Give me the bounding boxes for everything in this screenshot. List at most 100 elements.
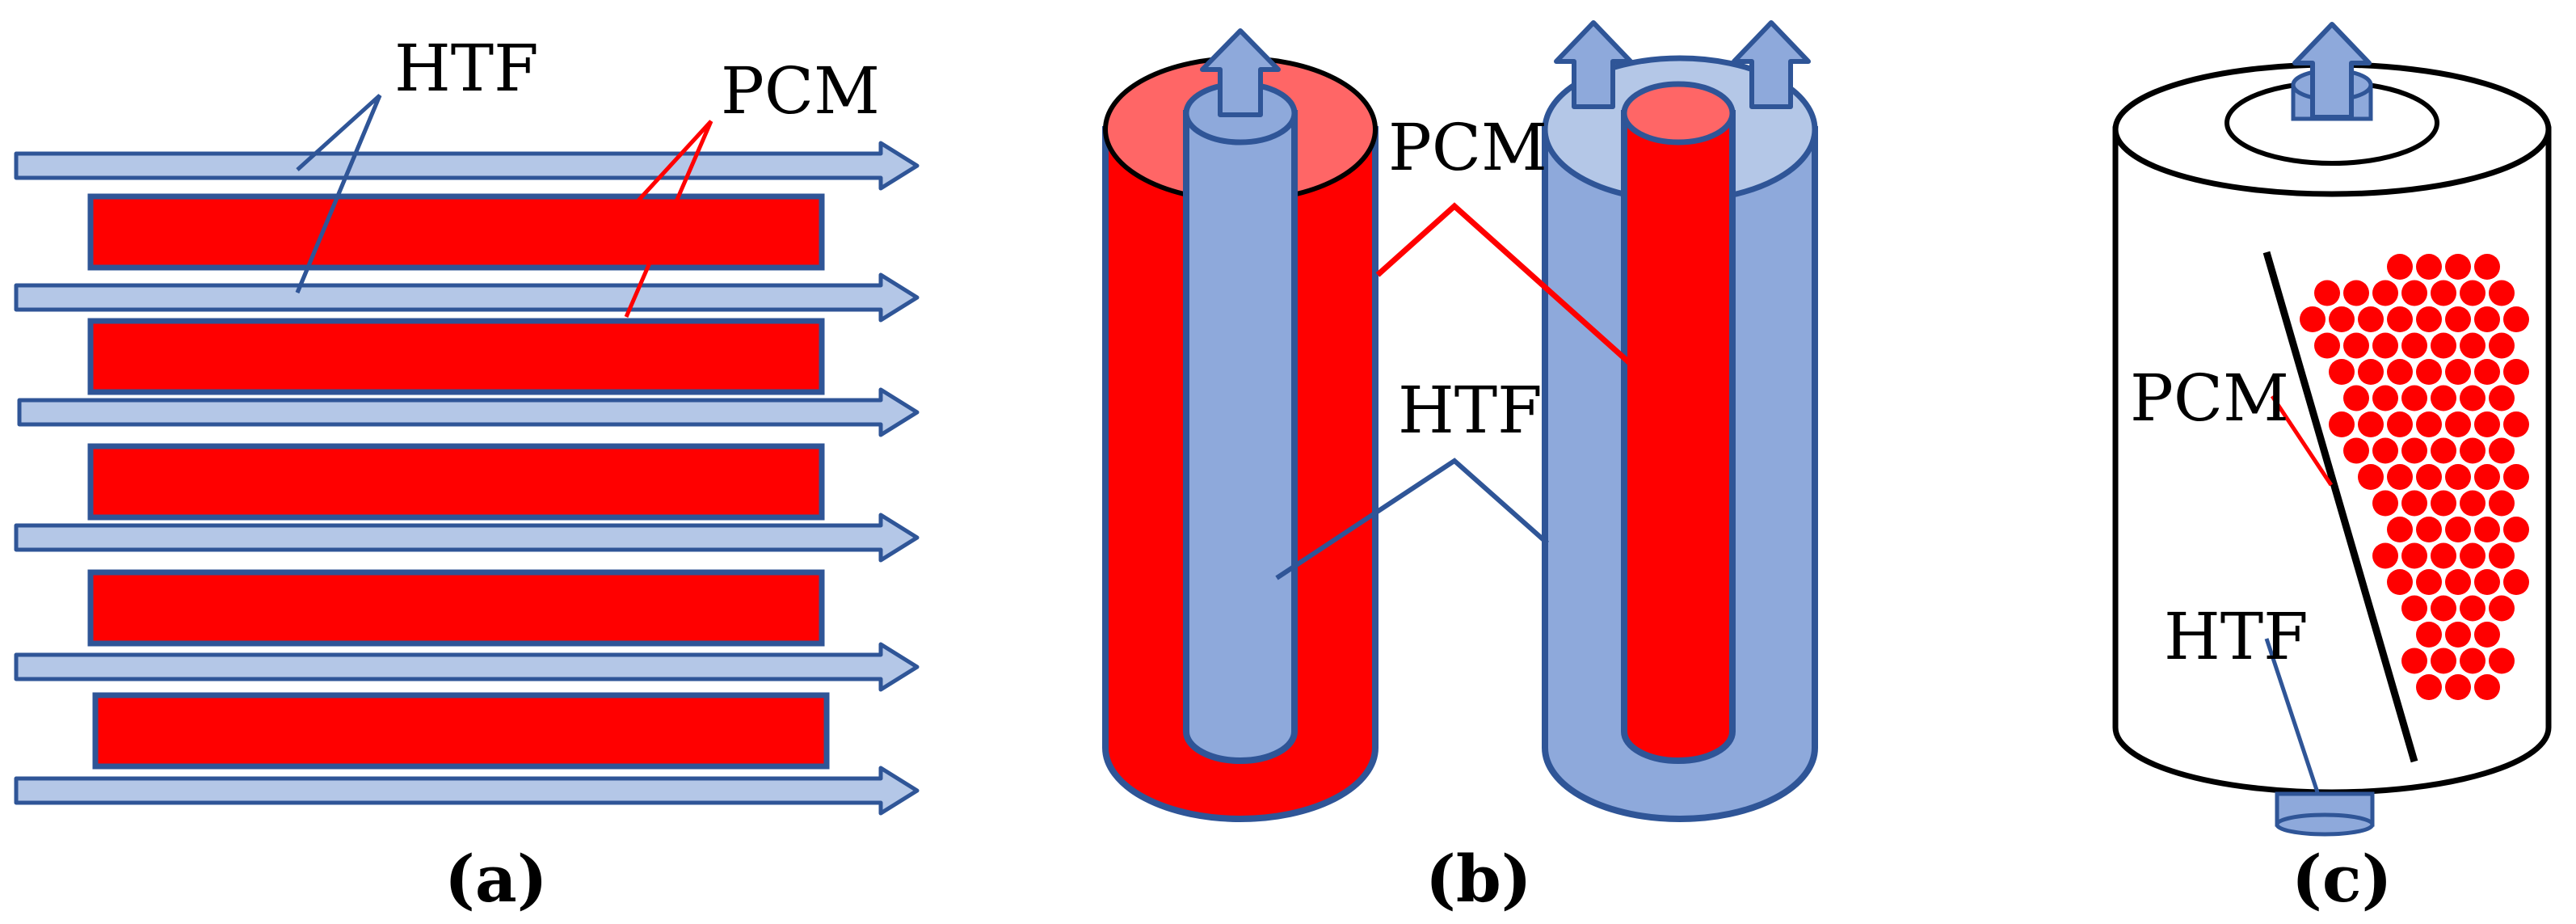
panel-c-packed-bed: PCM HTF (c) <box>2112 22 2552 917</box>
pcm-capsule <box>2401 332 2427 359</box>
pcm-capsule <box>2474 517 2500 542</box>
cutaway-edge <box>2262 251 2418 763</box>
pcm-capsule <box>2343 332 2369 359</box>
pcm-capsules <box>2300 254 2529 700</box>
pcm-capsule <box>2474 411 2500 437</box>
pcm-capsule <box>2445 569 2471 595</box>
htf-flow-arrow <box>17 387 920 437</box>
pcm-capsule <box>2416 464 2442 490</box>
htf-label: HTF <box>1398 373 1543 448</box>
pcm-capsule <box>2460 332 2486 359</box>
pcm-capsule <box>2460 437 2486 464</box>
pcm-capsule <box>2372 490 2398 517</box>
pcm-capsule <box>2387 254 2413 280</box>
pcm-capsule <box>2489 385 2515 411</box>
pcm-capsule <box>2387 569 2413 595</box>
pcm-capsule <box>2460 280 2486 306</box>
pcm-capsule <box>2401 280 2427 306</box>
inlet-nozzle-bottom <box>2275 812 2375 837</box>
htf-flow-arrow <box>14 513 920 563</box>
pcm-label: PCM <box>1388 110 1547 185</box>
pcm-label: PCM <box>721 53 880 129</box>
pcm-capsule <box>2431 542 2456 569</box>
tube-pcm-outer-htf-inner <box>1102 28 1378 822</box>
pcm-capsule <box>2358 306 2384 332</box>
pcm-capsule <box>2416 674 2442 700</box>
htf-flow-arrow <box>14 141 920 191</box>
pcm-slab <box>92 692 830 770</box>
pcm-capsule <box>2445 464 2471 490</box>
pcm-capsule <box>2489 437 2515 464</box>
pcm-capsule <box>2372 385 2398 411</box>
flow-up-arrow <box>1732 20 1811 109</box>
flow-up-arrow <box>2292 22 2372 120</box>
pcm-capsule <box>2314 280 2340 306</box>
pcm-capsule <box>2460 648 2486 674</box>
pcm-capsule <box>2474 306 2500 332</box>
pcm-capsule <box>2387 359 2413 385</box>
pcm-capsule <box>2431 648 2456 674</box>
pcm-capsule <box>2489 332 2515 359</box>
pcm-capsule <box>2474 359 2500 385</box>
pcm-capsule <box>2416 359 2442 385</box>
pcm-capsule <box>2343 437 2369 464</box>
pcm-capsule <box>2445 622 2471 648</box>
pcm-leader-line <box>1375 202 1633 366</box>
htf-label: HTF <box>394 31 539 106</box>
pcm-capsule <box>2474 569 2500 595</box>
pcm-capsule <box>2460 595 2486 622</box>
pcm-capsule <box>2431 490 2456 517</box>
pcm-capsule <box>2387 464 2413 490</box>
pcm-capsule <box>2372 542 2398 569</box>
pcm-slab <box>87 443 825 521</box>
pcm-capsule <box>2445 254 2471 280</box>
pcm-slab <box>87 193 825 271</box>
pcm-capsule <box>2474 674 2500 700</box>
pcm-capsule <box>2431 332 2456 359</box>
pcm-capsule <box>2460 490 2486 517</box>
pcm-capsule <box>2489 280 2515 306</box>
pcm-slabs <box>87 193 830 770</box>
pcm-capsule <box>2372 437 2398 464</box>
pcm-capsule <box>2474 622 2500 648</box>
pcm-capsule <box>2416 622 2442 648</box>
pcm-capsule <box>2416 254 2442 280</box>
pcm-capsule <box>2489 595 2515 622</box>
pcm-inner-tube <box>1621 110 1736 764</box>
flow-up-arrow <box>1554 20 1633 109</box>
pcm-capsule <box>2474 254 2500 280</box>
pcm-capsule <box>2489 648 2515 674</box>
pcm-capsule <box>2314 332 2340 359</box>
pcm-capsule <box>2503 517 2529 542</box>
pcm-leader-line <box>624 120 713 318</box>
pcm-capsule <box>2401 385 2427 411</box>
pcm-capsule <box>2329 411 2355 437</box>
pcm-label: PCM <box>2130 361 2289 436</box>
htf-flow-arrows <box>14 141 920 816</box>
htf-label: HTF <box>2164 599 2309 674</box>
pcm-capsule <box>2343 385 2369 411</box>
pcm-capsule <box>2489 542 2515 569</box>
tube-htf-outer-pcm-inner <box>1542 20 1818 822</box>
pcm-capsule <box>2387 306 2413 332</box>
pcm-capsule <box>2358 464 2384 490</box>
pcm-capsule <box>2372 332 2398 359</box>
pcm-capsule <box>2416 411 2442 437</box>
flow-up-arrow <box>1200 28 1281 117</box>
pcm-capsule <box>2474 464 2500 490</box>
pcm-capsule <box>2416 517 2442 542</box>
pcm-capsule <box>2445 359 2471 385</box>
pcm-capsule <box>2503 569 2529 595</box>
pcm-capsule <box>2329 306 2355 332</box>
pcm-capsule <box>2416 569 2442 595</box>
pcm-capsule <box>2401 595 2427 622</box>
pcm-capsule <box>2503 411 2529 437</box>
pcm-capsule <box>2460 385 2486 411</box>
pcm-capsule <box>2387 411 2413 437</box>
pcm-capsule <box>2431 437 2456 464</box>
htf-flow-arrow <box>14 272 920 323</box>
pcm-capsule <box>2401 437 2427 464</box>
pcm-slab <box>87 318 825 395</box>
pcm-capsule <box>2503 306 2529 332</box>
